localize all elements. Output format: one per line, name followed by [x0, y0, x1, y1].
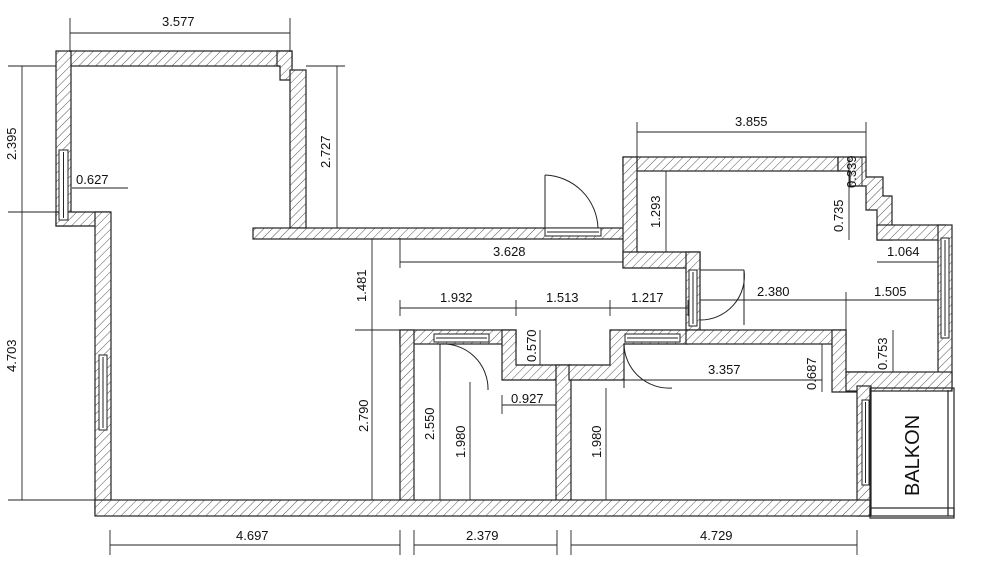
- balcony-sill: [869, 507, 955, 517]
- dim-niche-h: 0.570: [524, 329, 539, 362]
- wall-right-top: [622, 156, 839, 172]
- dim-door-h-2: 1.980: [589, 425, 604, 458]
- dim-kitchen-w: 3.357: [708, 362, 741, 377]
- windows: [58, 149, 950, 486]
- dim-door-h-1: 1.980: [453, 425, 468, 458]
- wall-top-left: [69, 50, 293, 67]
- dim-gap-v: 1.481: [354, 269, 369, 302]
- dim-corridor: 3.628: [493, 244, 526, 259]
- dimension-labels: 3.577 2.395 0.627 4.703 2.727 3.855 1.29…: [4, 14, 920, 543]
- dim-bottom-2: 2.379: [466, 528, 499, 543]
- door-swing-bath: [623, 343, 673, 389]
- dim-bottom-1: 4.697: [236, 528, 269, 543]
- dim-small-b: 0.339: [844, 155, 859, 188]
- dim-right-top: 3.855: [735, 114, 768, 129]
- door-swing-wc: [439, 343, 489, 391]
- dimension-lines: [8, 18, 938, 555]
- dim-top-width: 3.577: [162, 14, 195, 29]
- dim-seg-4: 1.505: [874, 284, 907, 299]
- balcony-outline: [869, 387, 955, 519]
- door-swing-hall: [699, 269, 745, 321]
- dim-bath-h: 0.753: [875, 337, 890, 370]
- dim-door-gap: 2.380: [757, 284, 790, 299]
- dim-seg-1: 1.932: [440, 290, 473, 305]
- dim-small-a: 0.735: [831, 199, 846, 232]
- wall-kitchen-top: [685, 329, 847, 345]
- wall-right-top-left: [622, 156, 638, 268]
- wall-mid-left: [399, 329, 415, 515]
- dim-stair-h: 1.293: [648, 195, 663, 228]
- dim-left-upper: 2.395: [4, 127, 19, 160]
- wall-bottom: [94, 499, 871, 517]
- wall-right-step-2: [876, 224, 946, 241]
- dim-seg-3: 1.217: [631, 290, 664, 305]
- dim-seg-2: 1.513: [546, 290, 579, 305]
- wall-upper-corner: [276, 50, 293, 81]
- dim-sill: 0.627: [76, 172, 109, 187]
- dim-step-h: 0.687: [804, 357, 819, 390]
- door-swing-corridor: [544, 174, 599, 229]
- balcony: [869, 387, 955, 519]
- wall-niche-post: [555, 364, 572, 515]
- room-label-balkon: BALKON: [902, 415, 924, 496]
- dim-niche-w: 0.927: [511, 391, 544, 406]
- dim-bottom-3: 4.729: [700, 528, 733, 543]
- dim-room-h: 2.790: [356, 399, 371, 432]
- wall-balkon-top: [845, 371, 953, 392]
- wall-shaft: [289, 69, 307, 229]
- dim-right-mid: 1.064: [887, 244, 920, 259]
- walls: [55, 50, 953, 517]
- dim-shaft-height: 2.727: [318, 135, 333, 168]
- dim-left-lower: 4.703: [4, 339, 19, 372]
- dim-wc-h: 2.550: [422, 407, 437, 440]
